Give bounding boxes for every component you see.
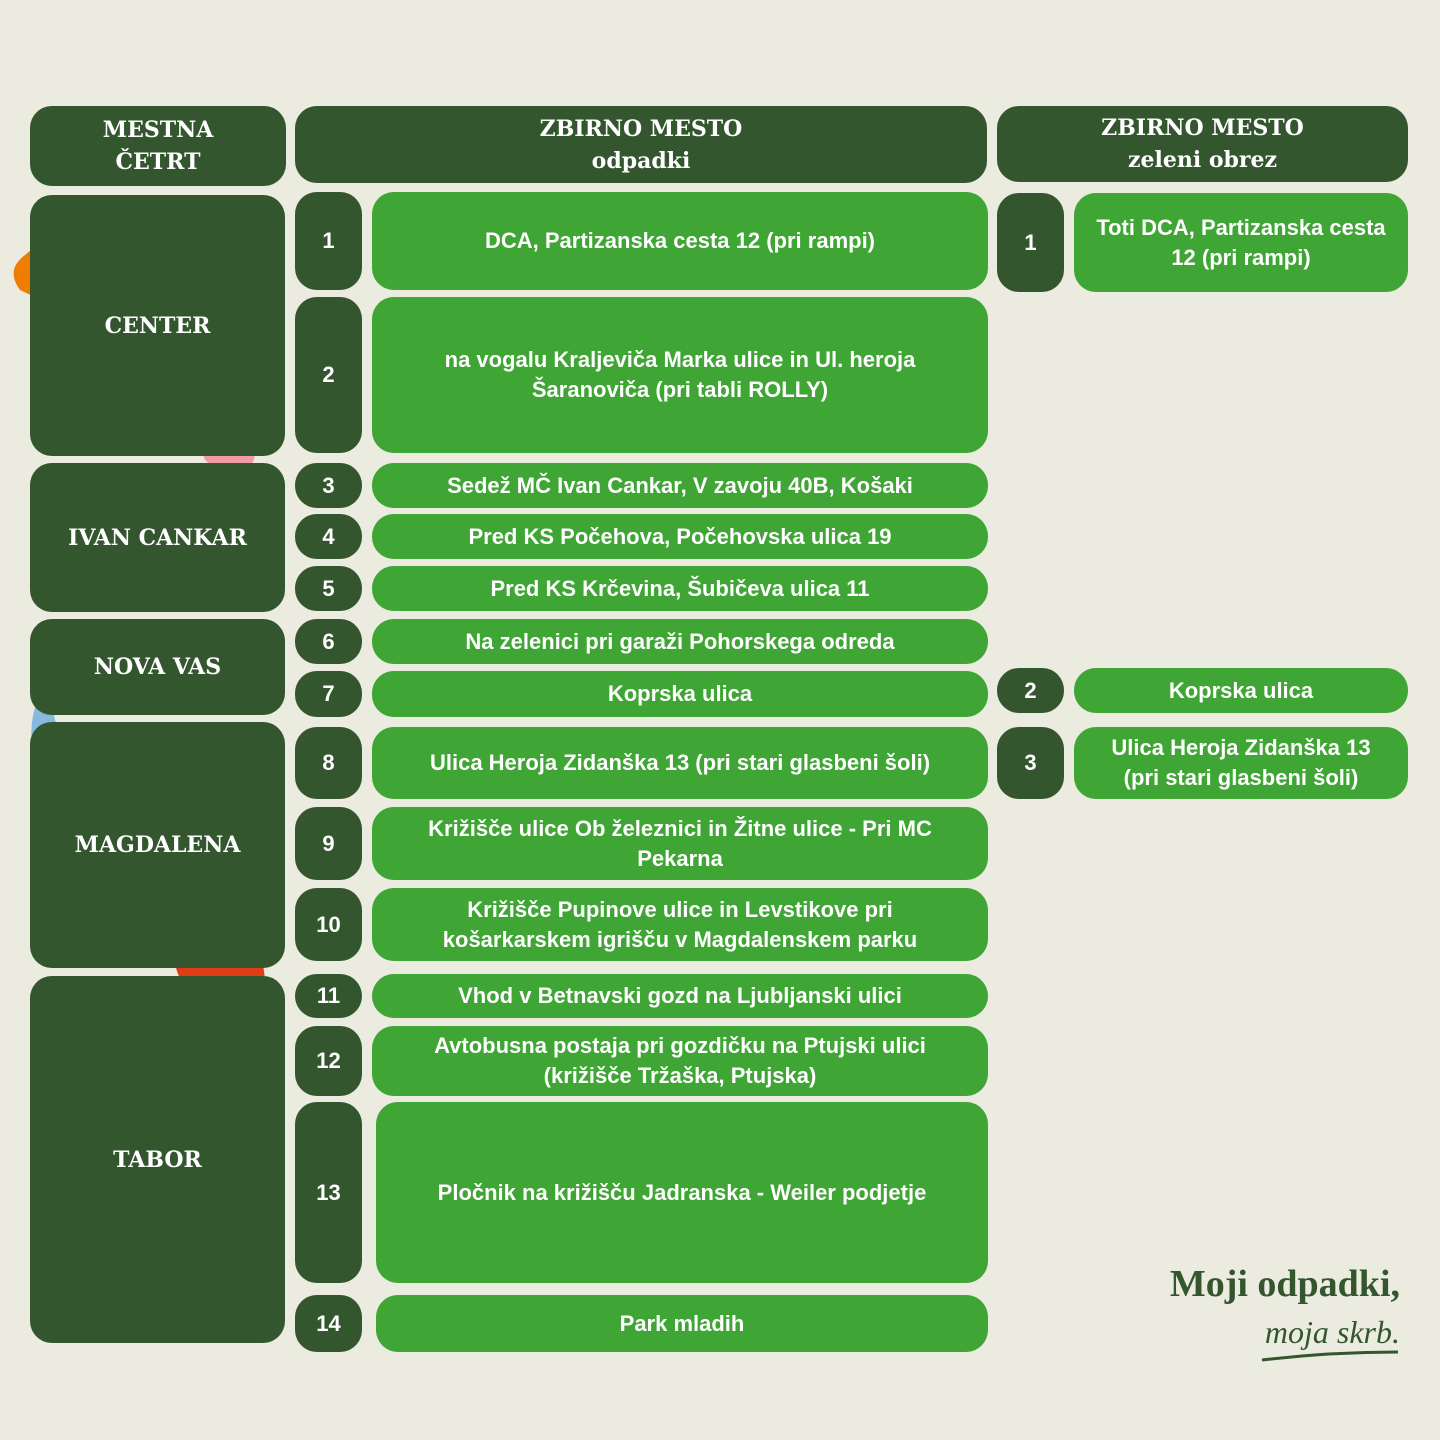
waste-point-location: Park mladih [376, 1295, 988, 1352]
waste-point-number: 4 [295, 514, 362, 559]
district-nova-vas: NOVA VAS [30, 619, 285, 715]
waste-point-location: DCA, Partizanska cesta 12 (pri rampi) [372, 192, 988, 290]
waste-point-number: 2 [295, 297, 362, 453]
waste-point-location: Križišče ulice Ob železnici in Žitne uli… [372, 807, 988, 880]
waste-point-location: Na zelenici pri garaži Pohorskega odreda [372, 619, 988, 664]
waste-point-number: 14 [295, 1295, 362, 1352]
logo-title: Moji odpadki, [1169, 1263, 1400, 1305]
waste-point-number: 9 [295, 807, 362, 880]
waste-point-location: Pločnik na križišču Jadranska - Weiler p… [376, 1102, 988, 1283]
green-point-location: Koprska ulica [1074, 668, 1408, 713]
waste-point-number: 1 [295, 192, 362, 290]
green-point-number: 1 [997, 193, 1064, 292]
waste-point-location: Križišče Pupinove ulice in Levstikove pr… [372, 888, 988, 961]
waste-point-number: 13 [295, 1102, 362, 1283]
district-magdalena: MAGDALENA [30, 722, 285, 968]
waste-point-location: Avtobusna postaja pri gozdičku na Ptujsk… [372, 1026, 988, 1096]
waste-point-number: 7 [295, 671, 362, 717]
district-ivan-cankar: IVAN CANKAR [30, 463, 285, 612]
waste-point-location: na vogalu Kraljeviča Marka ulice in Ul. … [372, 297, 988, 453]
logo-tagline: moja skrb. [1264, 1314, 1400, 1350]
district-center: CENTER [30, 195, 285, 456]
waste-point-number: 10 [295, 888, 362, 961]
header-green-waste-point: ZBIRNO MESTO zeleni obrez [997, 106, 1408, 182]
waste-point-number: 3 [295, 463, 362, 508]
green-point-location: Ulica Heroja Zidanška 13 (pri stari glas… [1074, 727, 1408, 799]
waste-point-location: Sedež MČ Ivan Cankar, V zavoju 40B, Koša… [372, 463, 988, 508]
waste-point-location: Ulica Heroja Zidanška 13 (pri stari glas… [372, 727, 988, 799]
green-point-number: 3 [997, 727, 1064, 799]
waste-point-location: Vhod v Betnavski gozd na Ljubljanski uli… [372, 974, 988, 1018]
waste-point-number: 11 [295, 974, 362, 1018]
waste-point-number: 12 [295, 1026, 362, 1096]
waste-point-location: Pred KS Krčevina, Šubičeva ulica 11 [372, 566, 988, 611]
waste-point-location: Pred KS Počehova, Počehovska ulica 19 [372, 514, 988, 559]
header-district: MESTNA ČETRT [30, 106, 286, 186]
green-point-number: 2 [997, 668, 1064, 713]
green-point-location: Toti DCA, Partizanska cesta 12 (pri ramp… [1074, 193, 1408, 292]
waste-point-location: Koprska ulica [372, 671, 988, 717]
waste-point-number: 5 [295, 566, 362, 611]
waste-point-number: 8 [295, 727, 362, 799]
waste-point-number: 6 [295, 619, 362, 664]
header-waste-point: ZBIRNO MESTO odpadki [295, 106, 987, 183]
district-tabor: TABOR [30, 976, 285, 1343]
